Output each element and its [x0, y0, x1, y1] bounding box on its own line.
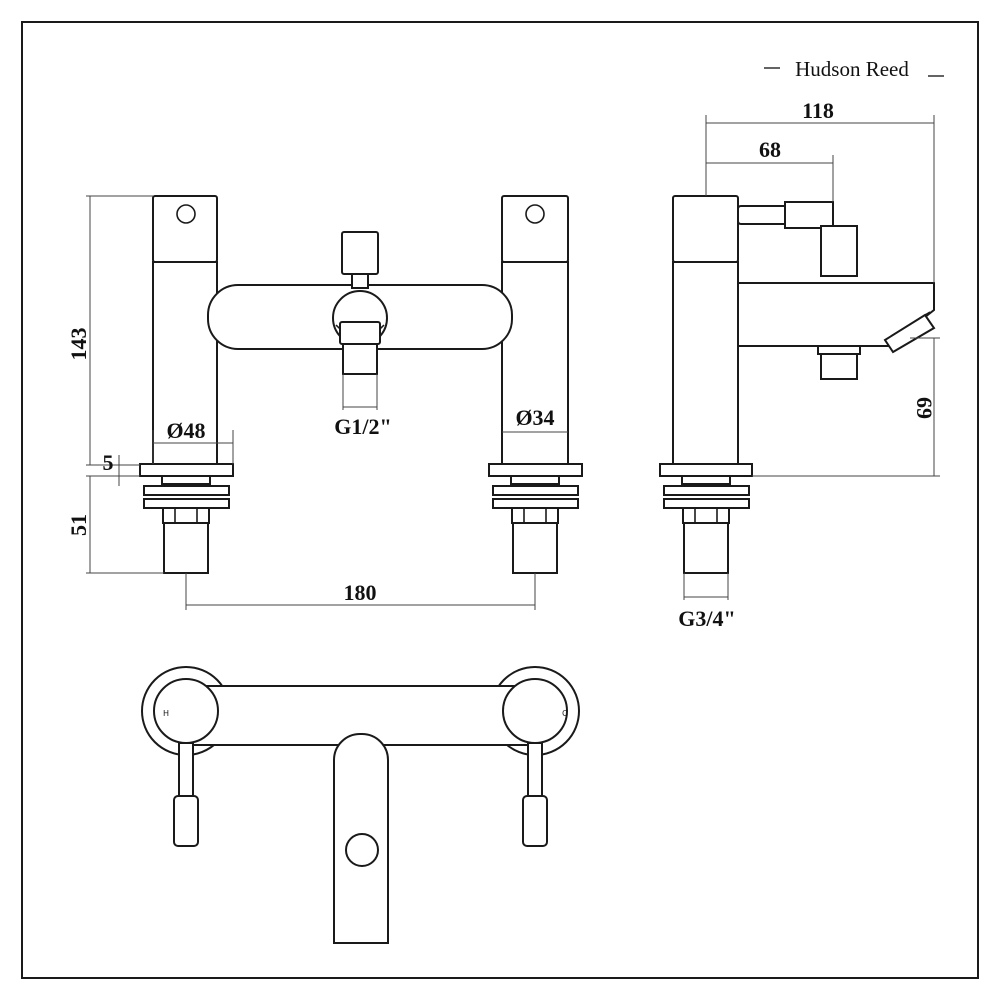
plan-view: H C — [141, 666, 580, 944]
dim-118: 118 — [705, 98, 935, 283]
dim-68: 68 — [706, 137, 834, 202]
dim-143: 143 — [66, 195, 153, 466]
dim-180: 180 — [185, 573, 536, 610]
side-elevation: 118 68 69 G3/4" — [659, 98, 940, 631]
plan-right-head — [502, 678, 568, 744]
diverter-knob — [341, 231, 379, 289]
hot-indicator-icon — [176, 204, 196, 224]
side-lever — [737, 201, 834, 229]
left-pillar — [152, 195, 218, 466]
plan-right-lever — [522, 742, 548, 847]
dim-dia48-label: Ø48 — [166, 418, 205, 443]
dim-dia34: Ø34 — [502, 405, 568, 433]
drawing-border — [21, 21, 979, 979]
left-fixing-assembly — [139, 463, 234, 574]
dim-g34-label: G3/4" — [678, 606, 735, 631]
side-fixing-assembly — [659, 463, 753, 574]
cold-indicator-icon — [525, 204, 545, 224]
dim-5-label: 5 — [103, 450, 114, 475]
dim-118-label: 118 — [802, 98, 834, 123]
dim-dia34-label: Ø34 — [515, 405, 554, 430]
side-spout — [737, 282, 936, 380]
dim-dia48: Ø48 — [152, 418, 234, 464]
hot-mark: H — [163, 709, 169, 718]
plan-diverter-knob — [345, 833, 379, 867]
dim-69: 69 — [752, 337, 940, 477]
brand-name: Hudson Reed — [795, 57, 909, 81]
plan-left-lever — [173, 742, 199, 847]
dim-5: 5 — [103, 450, 140, 486]
dim-69-label: 69 — [912, 397, 937, 419]
side-pillar — [672, 195, 739, 466]
dim-51-label: 51 — [66, 514, 91, 536]
dim-180-label: 180 — [344, 580, 377, 605]
dim-g12: G1/2" — [334, 374, 392, 439]
side-diverter — [820, 225, 858, 277]
cold-mark: C — [562, 709, 568, 718]
shower-outlet — [332, 290, 388, 375]
right-fixing-assembly — [488, 463, 583, 574]
front-elevation: 143 5 51 Ø48 Ø34 — [66, 195, 583, 610]
brand-logo: Hudson Reed — [764, 57, 944, 81]
right-pillar — [501, 195, 569, 466]
dim-143-label: 143 — [66, 328, 91, 361]
dim-51: 51 — [66, 475, 164, 574]
dim-68-label: 68 — [759, 137, 781, 162]
dim-g34: G3/4" — [678, 573, 736, 631]
dim-g12-label: G1/2" — [334, 414, 391, 439]
